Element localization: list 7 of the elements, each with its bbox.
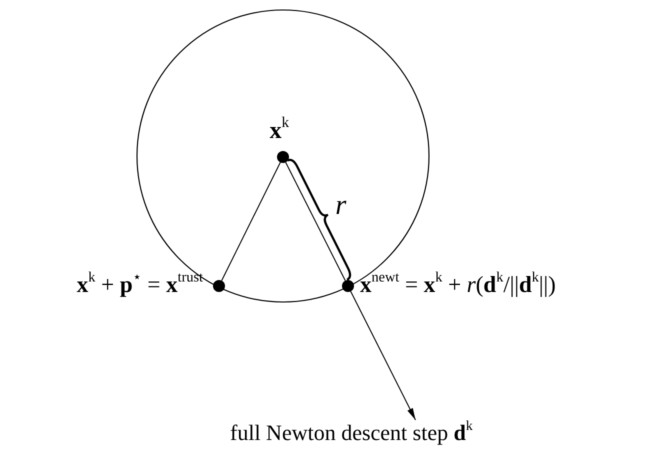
point-label: x$^{newt}$ = x$^{k}$ + r(d$^{k}$/||d$^{k}$||) (360, 273, 556, 296)
step-label: full Newton descent step d$^{k}$ (230, 422, 473, 444)
point-label: x$^{k}$ (270, 119, 289, 143)
radius-label: r (335, 192, 346, 220)
point-label: x$^{k}$ + p$^{⋆}$ = x$^{trust}$ (76, 273, 203, 296)
arrow (350, 290, 416, 420)
line (221, 162, 281, 282)
